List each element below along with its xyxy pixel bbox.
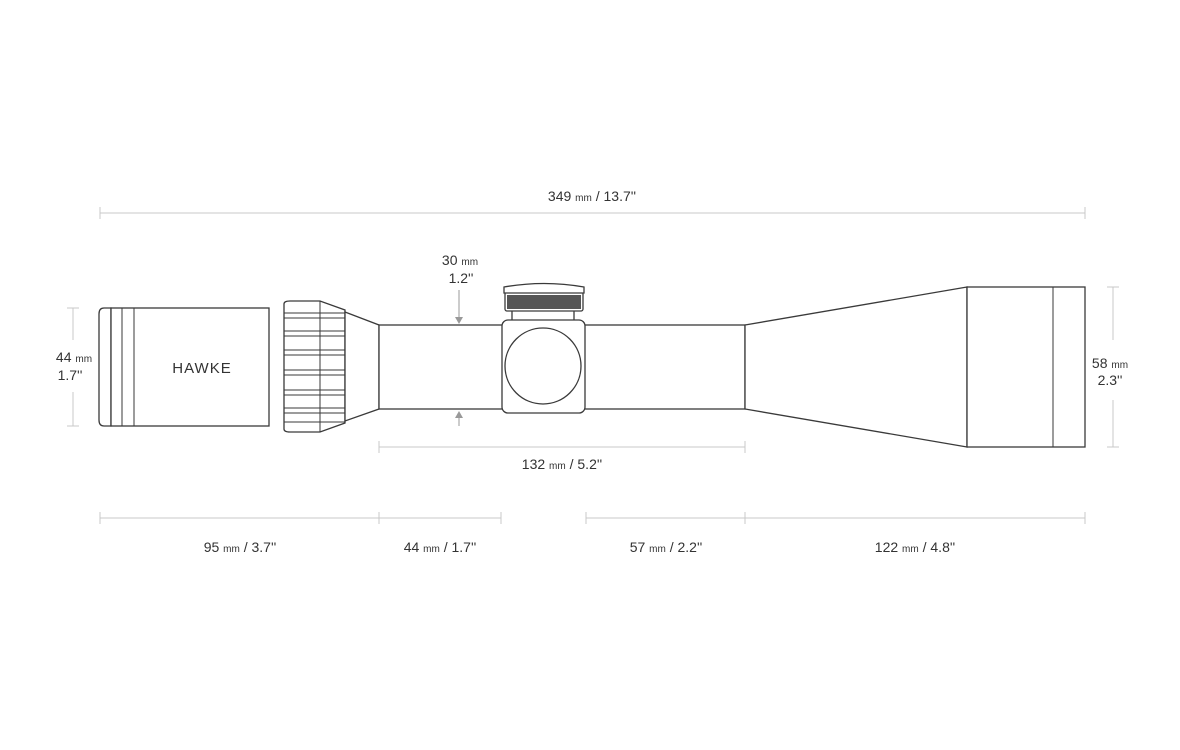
tube-diameter-dimension: 30 mm 1.2'' xyxy=(442,252,478,426)
objective-diameter-dimension: 58 mm 2.3'' xyxy=(1092,286,1128,448)
eyepiece-diameter-dimension: 44 mm 1.7'' xyxy=(56,307,92,427)
magnification-ring xyxy=(283,300,346,433)
eyepiece-length-label: 95 mm / 3.7'' xyxy=(204,539,277,555)
turret xyxy=(501,282,586,414)
svg-text:58 mm: 58 mm xyxy=(1092,355,1128,371)
scope-drawing: HAWKE xyxy=(98,282,1086,448)
objective-bell xyxy=(966,286,1086,448)
eyepiece-to-turret-label: 44 mm / 1.7'' xyxy=(404,539,477,555)
svg-text:30 mm: 30 mm xyxy=(442,252,478,268)
arrow-up-icon xyxy=(455,411,463,418)
mounting-length-dimension: 132 mm / 5.2'' xyxy=(378,441,746,472)
svg-text:1.7'': 1.7'' xyxy=(58,367,83,383)
objective-cone xyxy=(744,286,968,448)
svg-text:1.2'': 1.2'' xyxy=(449,270,474,286)
svg-text:132 mm / 5.2'': 132 mm / 5.2'' xyxy=(522,456,602,472)
side-focus-wheel xyxy=(504,327,582,405)
overall-length-label: 349 mm / 13.7'' xyxy=(548,188,636,204)
svg-text:2.3'': 2.3'' xyxy=(1098,372,1123,388)
objective-length-label: 122 mm / 4.8'' xyxy=(875,539,955,555)
overall-length-dimension: 349 mm / 13.7'' xyxy=(99,188,1086,219)
turret-to-objective-label: 57 mm / 2.2'' xyxy=(630,539,703,555)
hawke-logo: HAWKE xyxy=(172,360,231,377)
svg-text:44 mm: 44 mm xyxy=(56,349,92,365)
arrow-down-icon xyxy=(455,317,463,324)
eyepiece: HAWKE xyxy=(98,307,270,427)
section-length-dimensions: 95 mm / 3.7'' 44 mm / 1.7'' 57 mm / 2.2'… xyxy=(99,512,1086,555)
